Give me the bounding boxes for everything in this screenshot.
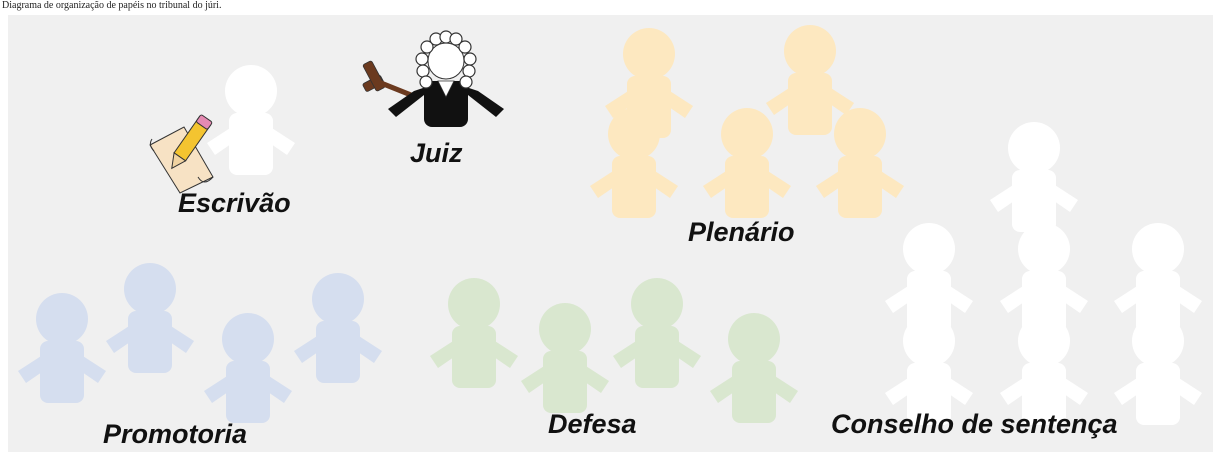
diagram-svg bbox=[18, 25, 1202, 425]
conselho-label: Conselho de sentença bbox=[831, 409, 1118, 439]
gavel-icon bbox=[362, 60, 414, 98]
defesa-person-icon bbox=[613, 278, 701, 388]
judge-icon bbox=[362, 30, 504, 127]
plenario-person-icon bbox=[703, 108, 791, 218]
people-layer bbox=[18, 25, 1202, 425]
figure-caption: Diagrama de organização de papéis no tri… bbox=[2, 0, 222, 11]
defesa-label: Defesa bbox=[548, 409, 637, 439]
promotoria-person-icon bbox=[294, 273, 382, 383]
pencil-icon bbox=[171, 114, 213, 170]
juiz-label: Juiz bbox=[410, 138, 463, 168]
promotoria-person-icon bbox=[18, 293, 106, 403]
conselho-person-icon bbox=[1114, 315, 1202, 425]
defesa-person-icon bbox=[521, 303, 609, 413]
defesa-person-icon bbox=[710, 313, 798, 423]
escrivao-person-icon bbox=[207, 65, 295, 175]
diagram-canvas: Escrivão Juiz Plenário Promotoria Defesa… bbox=[8, 15, 1213, 452]
escrivao-label: Escrivão bbox=[178, 188, 291, 218]
plenario-label: Plenário bbox=[688, 217, 795, 247]
promotoria-person-icon bbox=[106, 263, 194, 373]
promotoria-label: Promotoria bbox=[103, 419, 248, 449]
defesa-person-icon bbox=[430, 278, 518, 388]
promotoria-person-icon bbox=[204, 313, 292, 423]
conselho-person-icon bbox=[990, 122, 1078, 232]
